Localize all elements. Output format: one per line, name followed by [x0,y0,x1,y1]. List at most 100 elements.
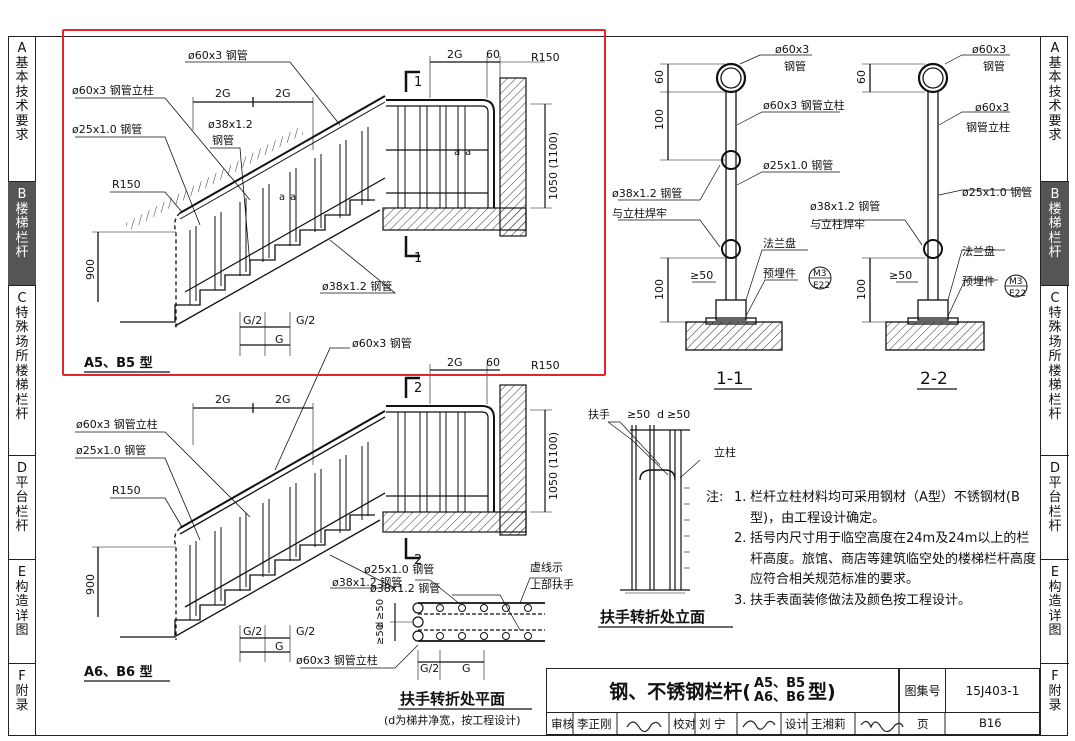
a6-half-g-1: G/2 [243,625,262,638]
a5-baluster-label: ø25x1.0 钢管 [72,122,142,136]
s1-a-1: a [454,147,460,158]
d11-mid-1: ø38x1.2 钢管 [612,186,682,200]
tab-c-right[interactable]: C 特 殊 场 所 楼 梯 栏 杆 [1041,286,1069,456]
d11-60: 60 [653,70,666,84]
check-name: 刘 宁 [699,717,726,731]
atlas-number: 15J403-1 [945,669,1039,712]
tab-letter: D [1049,461,1060,476]
page-label: 页 [917,717,929,731]
d11-post: ø60x3 钢管立柱 [763,98,845,112]
title-main: 钢、不锈钢栏杆( [609,681,751,703]
d11-100b: 100 [653,279,666,300]
tab-label: 特 殊 场 所 楼 梯 栏 杆 [1048,305,1062,422]
d22-50: ≥50 [889,269,912,282]
s2-cut-mark-top: 2 [414,381,422,396]
tab-a-left[interactable]: A 基 本 技 术 要 求 [8,36,36,182]
a6-height-label: 900 [84,574,97,595]
d22-label: 2-2 [920,369,948,389]
a5-bottom-rail-label: ø38x1.2 钢管 [322,279,392,293]
d11-top-2: 钢管 [784,59,806,73]
detail-1-1 [618,54,840,351]
tab-letter: C [17,291,27,306]
s2-offset: 60 [486,356,500,369]
a6-radius-label: R150 [112,484,141,497]
plan-d: d [375,622,386,628]
tab-f-right[interactable]: F 附 录 [1041,664,1069,736]
tab-d-left[interactable]: D 平 台 栏 杆 [8,456,36,560]
s1-cut-mark-bottom: 1 [414,251,422,266]
detail-2-2 [818,54,1030,351]
signature-marks [572,713,946,735]
tab-e-right[interactable]: E 构 造 详 图 [1041,560,1069,664]
tab-f-left[interactable]: F 附 录 [8,664,36,736]
plan-dash-2: 上部扶手 [530,577,574,591]
elevation-detail [607,421,701,594]
elev-handrail: 扶手 [588,407,610,421]
d22-e22: E22 [1009,289,1026,299]
left-chapter-tabs: A 基 本 技 术 要 求 B 楼 梯 栏 杆 C 特 殊 场 所 楼 梯 栏 … [8,36,36,736]
d22-top-1: ø60x3 [972,43,1006,56]
a5-top-rail-label: ø60x3 钢管 [188,48,248,62]
a5-a-label: a [279,192,285,203]
a6-post-label: ø60x3 钢管立柱 [76,417,158,431]
plan-half-g: G/2 [420,662,439,675]
tab-b-right[interactable]: B 楼 梯 栏 杆 [1041,182,1069,286]
review-label: 审核 [551,717,574,731]
review-name: 李正刚 [577,717,612,731]
title-type-bottom: A6、B6 [753,689,806,705]
a5-a-label-2: a [290,192,296,203]
tab-letter: C [1050,291,1060,306]
notes-block: 注: 1. 栏杆立柱材料均可采用钢材（A型）不锈钢材(B型)，由工程设计确定。 … [706,488,1036,611]
note-text: 栏杆立柱材料均可采用钢材（A型）不锈钢材(B型)，由工程设计确定。 [750,490,1020,526]
tab-letter: D [16,461,27,476]
s2-height: 1050 (1100) [547,432,560,500]
tab-c-left[interactable]: C 特 殊 场 所 楼 梯 栏 杆 [8,286,36,456]
note-text: 括号内尺寸用于临空高度在24m及24m以上的栏杆高度。旅馆、商店等建筑临空处的楼… [750,531,1037,587]
elev-50-b: ≥50 [667,408,690,421]
title-types: A5、B5 A6、B6 [753,676,806,705]
tab-label: 平 台 栏 杆 [15,475,29,534]
d11-mid-2: 与立柱焊牢 [612,206,667,220]
a6-half-g-2: G/2 [296,625,315,638]
check-label: 校对 [673,717,696,731]
a6-bottom-rail-label: ø38x1.2 钢管 [332,575,402,589]
tab-a-right[interactable]: A 基 本 技 术 要 求 [1041,36,1069,182]
a5-spacing-2: 2G [275,87,291,100]
design-label: 设计 [785,717,808,731]
section-2-elevation [382,364,552,560]
note-number: 2. [734,531,747,546]
drawing-frame [8,36,1068,736]
d11-embed: 预埋件 [763,267,796,280]
d22-post-1: ø60x3 [975,101,1009,114]
a6-stair-elevation [75,347,396,662]
plan-label: 扶手转折处平面 [400,690,505,708]
title-block: 钢、不锈钢栏杆( A5、B5 A6、B6 型) 图集号 15J403-1 审核 … [546,668,1041,735]
elev-d: d [657,408,664,421]
d22-top-2: 钢管 [983,59,1005,73]
d22-m3: M3 [1009,277,1023,287]
d11-baluster: ø25x1.0 钢管 [763,158,833,172]
a5-stair-elevation [75,61,397,356]
tab-d-right[interactable]: D 平 台 栏 杆 [1041,456,1069,560]
tab-e-left[interactable]: E 构 造 详 图 [8,560,36,664]
d22-60: 60 [855,70,868,84]
a5-half-g-1: G/2 [243,314,262,327]
d22-100: 100 [855,279,868,300]
a5-radius-label: R150 [112,178,141,191]
tab-label: 平 台 栏 杆 [1048,475,1062,534]
a5-half-g-2: G/2 [296,314,315,327]
s2-spacing: 2G [447,356,463,369]
plan-baluster: ø25x1.0 钢管 [364,562,434,576]
d11-e22: E22 [813,281,830,291]
d11-50: ≥50 [690,269,713,282]
d22-mid-2: 与立柱焊牢 [810,217,865,231]
tab-b-left[interactable]: B 楼 梯 栏 杆 [8,182,36,286]
d11-100: 100 [653,109,666,130]
plan-g: G [462,662,471,675]
highlight-box [62,29,606,376]
s1-offset: 60 [486,48,500,61]
tab-letter: B [17,187,27,202]
note-item: 注: 1. 栏杆立柱材料均可采用钢材（A型）不锈钢材(B型)，由工程设计确定。 [706,488,1036,529]
s1-radius: R150 [531,51,560,64]
